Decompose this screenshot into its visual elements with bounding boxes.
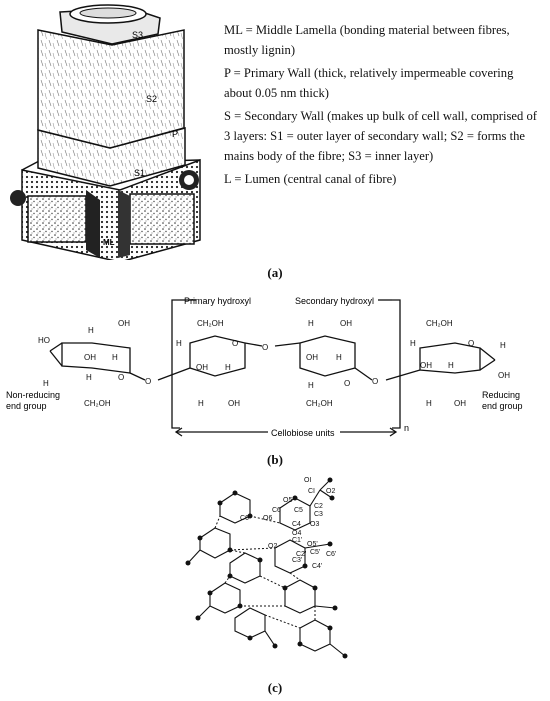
primary-hydroxyl-label: Primary hydroxyl <box>184 296 251 306</box>
caption-a: (a) <box>267 265 283 280</box>
atom-h: H <box>500 341 506 350</box>
atom-oh: OH <box>196 363 208 372</box>
atom-ho: HO <box>38 336 50 345</box>
legend-p: P = Primary Wall (thick, relatively impe… <box>224 66 514 100</box>
fibre-wall-illustration: S3 S2 P S1 ML <box>10 4 201 260</box>
label-c6pp: C6” <box>240 515 252 522</box>
atom-ch2oh: CH₂OH <box>426 319 453 328</box>
hydrogen-bond-network: OI CI O2 O5 C6 C5 C2 C3 C6” O6 C4 O3 O4 … <box>185 477 348 659</box>
label-o6: O6 <box>263 515 272 522</box>
s2-layer <box>37 29 185 149</box>
network-labels: OI CI O2 O5 C6 C5 C2 C3 C6” O6 C4 O3 O4 … <box>240 477 336 570</box>
label-c1: CI <box>308 488 315 495</box>
atom-o: O <box>232 339 238 348</box>
atom-oh: OH <box>84 353 96 362</box>
repeat-n-label: n <box>404 423 409 433</box>
atom-h: H <box>225 363 231 372</box>
network-atoms <box>185 477 348 659</box>
chain-atom-labels: HO H OH OH H H H O CH₂OH O CH₂OH H O OH … <box>38 319 510 408</box>
middle-lamella-base <box>10 149 201 260</box>
label-c2p: C2' <box>296 551 306 558</box>
label-c4: C4 <box>292 521 301 528</box>
label-s3: S3 <box>132 30 143 40</box>
label-p: P <box>172 129 178 139</box>
label-c5p: C5' <box>310 549 320 556</box>
label-c6p: C6' <box>326 551 336 558</box>
label-o2b: O2 <box>268 543 277 550</box>
secondary-hydroxyl-label: Secondary hydroxyl <box>295 296 374 306</box>
legend-s: S = Secondary Wall (makes up bulk of cel… <box>224 109 537 163</box>
reducing-label-1: Reducing <box>482 390 520 400</box>
legend-l: L = Lumen (central canal of fibre) <box>224 172 397 186</box>
fibre-wall-panel: S3 S2 P S1 ML <box>0 0 220 260</box>
label-c1p: C1' <box>292 537 302 544</box>
atom-oh: OH <box>454 399 466 408</box>
non-reducing-label-1: Non-reducing <box>6 390 60 400</box>
atom-h: H <box>448 361 454 370</box>
fibre-legend: ML = Middle Lamella (bonding material be… <box>224 20 544 192</box>
atom-ch2oh: CH₂OH <box>84 399 111 408</box>
label-o3: O3 <box>310 521 319 528</box>
atom-h: H <box>198 399 204 408</box>
atom-h: H <box>336 353 342 362</box>
label-o5: O5 <box>283 497 292 504</box>
label-c5: C5 <box>294 507 303 514</box>
atom-h: H <box>308 381 314 390</box>
atom-o: O <box>372 377 378 386</box>
label-o4: O4 <box>292 530 301 537</box>
atom-h: H <box>112 353 118 362</box>
caption-c: (c) <box>267 680 283 695</box>
label-c4p: C4' <box>312 563 322 570</box>
atom-oh: OH <box>118 319 130 328</box>
reducing-label-2: end group <box>482 401 523 411</box>
atom-o: O <box>118 373 124 382</box>
atom-h: H <box>88 326 94 335</box>
non-reducing-label-2: end group <box>6 401 47 411</box>
caption-b: (b) <box>267 452 283 467</box>
label-c3p: C3' <box>292 557 302 564</box>
label-s2: S2 <box>146 94 157 104</box>
chain-bonds <box>49 299 496 437</box>
atom-ch2oh: CH₂OH <box>306 399 333 408</box>
atom-o: O <box>145 377 151 386</box>
atom-h: H <box>308 319 314 328</box>
hydrogen-bonds <box>214 515 316 629</box>
cellobiose-units-label: Cellobiose units <box>271 428 335 438</box>
atom-oh: OH <box>228 399 240 408</box>
atom-oh: OH <box>420 361 432 370</box>
atom-o: O <box>344 379 350 388</box>
atom-oh: OH <box>340 319 352 328</box>
label-c6: C6 <box>272 507 281 514</box>
atom-h: H <box>410 339 416 348</box>
atom-o: O <box>262 343 268 352</box>
label-s1: S1 <box>134 168 145 178</box>
legend-ml: ML = Middle Lamella (bonding material be… <box>224 23 510 57</box>
atom-h: H <box>43 379 49 388</box>
atom-oh: OH <box>498 371 510 380</box>
atom-h: H <box>426 399 432 408</box>
atom-o: O <box>468 339 474 348</box>
label-c3: C3 <box>314 511 323 518</box>
atom-ch2oh: CH₂OH <box>197 319 224 328</box>
atom-oh: OH <box>306 353 318 362</box>
label-ml: ML <box>103 238 115 247</box>
atom-h: H <box>86 373 92 382</box>
atom-h: H <box>176 339 182 348</box>
label-o1: OI <box>304 477 311 484</box>
label-o2: O2 <box>326 488 335 495</box>
cellulose-chain-diagram: HO H OH OH H H H O CH₂OH O CH₂OH H O OH … <box>6 296 523 438</box>
label-o5p: O5' <box>307 541 318 548</box>
label-c2: C2 <box>314 503 323 510</box>
